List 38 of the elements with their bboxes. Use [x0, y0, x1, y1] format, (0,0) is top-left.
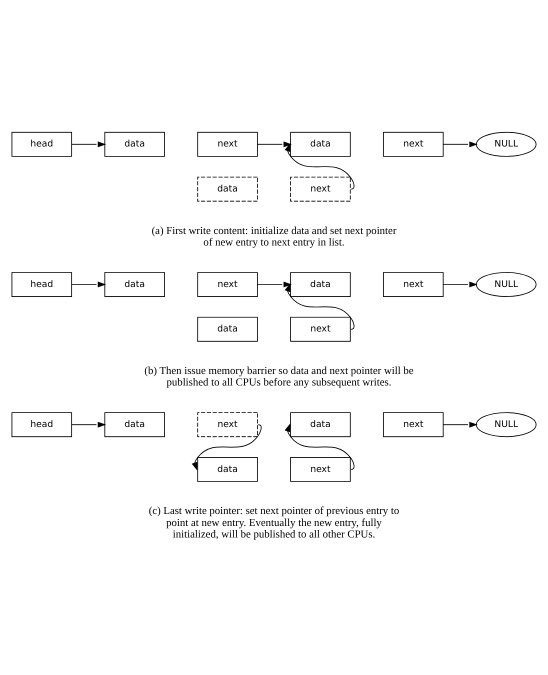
node-ellipse: NULL	[476, 272, 536, 296]
node-box: head	[12, 412, 72, 437]
node-box: data	[104, 272, 165, 296]
node-box: next	[383, 272, 444, 296]
label: (a) First write content: initialize data and set next pointer of new entry to next entry in list.	[152, 224, 396, 248]
arrow	[257, 140, 292, 147]
arrow	[71, 421, 106, 428]
node-box: next	[290, 316, 351, 342]
node-box: head	[12, 272, 72, 296]
node-box: next	[290, 176, 351, 202]
node-ellipse: NULL	[476, 412, 536, 437]
arrow	[284, 142, 354, 190]
arrow	[257, 281, 292, 287]
node-box: next	[197, 131, 258, 156]
node-box: next	[290, 456, 351, 482]
node-box: next	[197, 412, 258, 437]
node-box: data	[197, 456, 258, 482]
node-box: next	[383, 412, 444, 437]
arrow	[442, 140, 478, 147]
arrow	[284, 282, 354, 330]
node-box: data	[104, 412, 165, 437]
node-box: next	[197, 272, 258, 296]
node-box: next	[383, 131, 444, 156]
arrow	[442, 421, 478, 428]
arrow	[442, 281, 478, 287]
arrow	[284, 422, 354, 470]
node-box: data	[290, 272, 351, 296]
label: (c) Last write pointer: set next pointer of previous entry to point at new entry. Eventually the new entry, fully initialized, will be published to all other CPUs.	[148, 504, 400, 540]
label: (b) Then issue memory barrier so data and next pointer will be published to all CPUs before any subsequent writes.	[144, 364, 414, 388]
node-box: data	[104, 131, 165, 156]
node-ellipse: NULL	[476, 131, 536, 156]
node-box: data	[197, 316, 258, 342]
arrow	[71, 140, 106, 147]
node-box: head	[12, 131, 72, 156]
node-box: data	[290, 131, 351, 156]
node-box: data	[197, 176, 258, 202]
arrow	[71, 281, 106, 287]
node-box: data	[290, 412, 351, 437]
